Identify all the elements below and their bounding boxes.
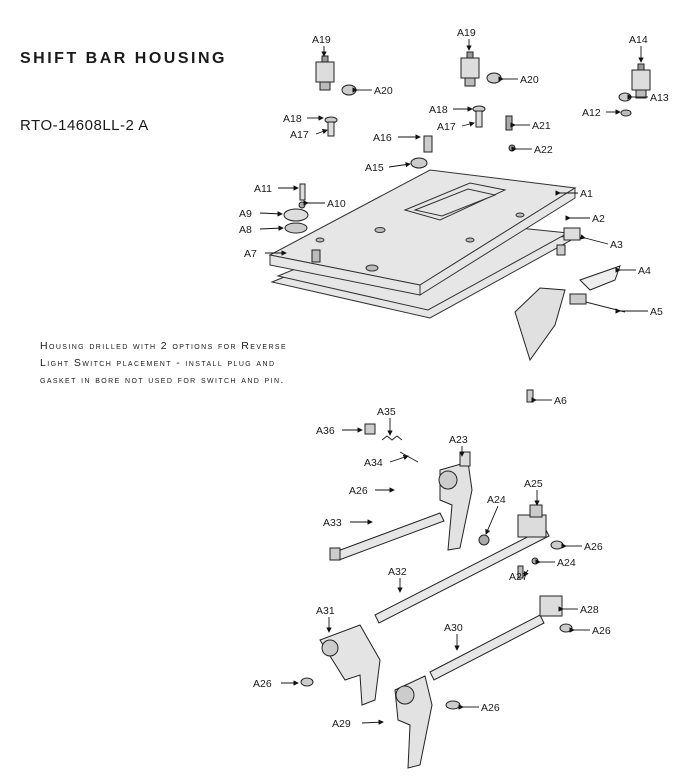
- callout-a26-2: A26: [584, 541, 603, 553]
- callout-labels: A19 A20 A19 A20 A14 A12 A13 A18 A17 A18 …: [239, 27, 669, 730]
- spring-parts-a34-a36: [364, 423, 419, 463]
- callout-a20-left: A20: [374, 85, 393, 97]
- shift-fork-a23: [438, 451, 473, 551]
- assembly-note: Housing drilled with 2 options for Rever…: [40, 338, 420, 389]
- callout-a7: A7: [244, 248, 257, 260]
- callout-a24-2: A24: [557, 557, 576, 569]
- callout-a13: A13: [650, 92, 669, 104]
- note-line-2: Light Switch placement - install plug an…: [40, 357, 276, 369]
- note-line-3: gasket in bore not used for switch and p…: [40, 374, 285, 386]
- callout-a18-left: A18: [283, 113, 302, 125]
- reverse-light-switch-a3: [556, 227, 581, 256]
- callout-a29: A29: [332, 718, 351, 730]
- callout-a6: A6: [554, 395, 567, 407]
- reverse-light-switch-right: [631, 63, 651, 99]
- callout-a28: A28: [580, 604, 599, 616]
- callout-a26-3: A26: [592, 625, 611, 637]
- callout-a12: A12: [582, 107, 601, 119]
- callout-a1: A1: [580, 188, 593, 200]
- reverse-light-switch-middle: [460, 51, 480, 87]
- callout-a34: A34: [364, 457, 383, 469]
- note-line-1: Housing drilled with 2 options for Rever…: [40, 340, 288, 352]
- callout-a32: A32: [388, 566, 407, 578]
- callout-a17-left: A17: [290, 129, 309, 141]
- reverse-light-switch-left: [315, 55, 335, 91]
- callout-a18-right: A18: [429, 104, 448, 116]
- callout-a4: A4: [638, 265, 651, 277]
- callout-a8: A8: [239, 224, 252, 236]
- shift-fork-a31: [300, 624, 381, 706]
- callout-leaders: [259, 39, 648, 725]
- callout-a35: A35: [377, 406, 396, 418]
- shift-rail-a32: [374, 527, 550, 624]
- callout-a10: A10: [327, 198, 346, 210]
- callout-a25: A25: [524, 478, 543, 490]
- callout-a26-4: A26: [253, 678, 272, 690]
- callout-a19-middle: A19: [457, 27, 476, 39]
- callout-a31: A31: [316, 605, 335, 617]
- callout-a21: A21: [532, 120, 551, 132]
- shift-rail-a33: [329, 512, 445, 561]
- callout-a17-right: A17: [437, 121, 456, 133]
- callout-a33: A33: [323, 517, 342, 529]
- callout-a16: A16: [373, 132, 392, 144]
- callout-a3: A3: [610, 239, 623, 251]
- callout-a26-1: A26: [349, 485, 368, 497]
- callout-a23: A23: [449, 434, 468, 446]
- callout-a9: A9: [239, 208, 252, 220]
- part-number: RTO-14608LL-2 A: [20, 117, 149, 134]
- callout-a2: A2: [592, 213, 605, 225]
- gate-block-a25: [478, 504, 564, 579]
- shift-lever-boot: [514, 265, 626, 403]
- shift-rail-a30: [429, 595, 573, 681]
- callout-a36: A36: [316, 425, 335, 437]
- callout-a30: A30: [444, 622, 463, 634]
- callout-a15: A15: [365, 162, 384, 174]
- shift-bar-housing: [268, 169, 577, 296]
- callout-a24-1: A24: [487, 494, 506, 506]
- callout-a26-5: A26: [481, 702, 500, 714]
- callout-a5: A5: [650, 306, 663, 318]
- callout-a11: A11: [254, 183, 272, 195]
- callout-a27: A27: [509, 571, 528, 583]
- callout-a20-middle: A20: [520, 74, 539, 86]
- shift-fork-a29: [394, 675, 461, 769]
- callout-a19-left: A19: [312, 34, 331, 46]
- callout-a14: A14: [629, 34, 648, 46]
- callout-a22: A22: [534, 144, 553, 156]
- plug-parts: [283, 72, 632, 263]
- diagram-title: SHIFT BAR HOUSING: [20, 50, 227, 67]
